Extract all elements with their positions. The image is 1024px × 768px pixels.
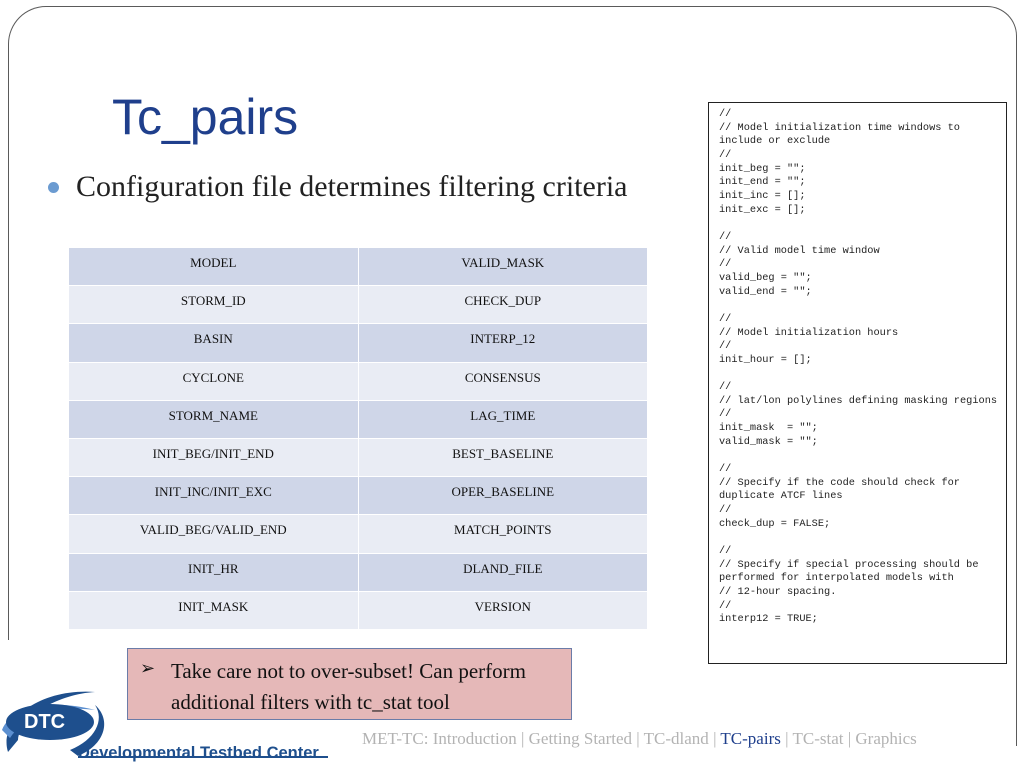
config-code-box: // // Model initialization time windows … [708, 102, 1007, 664]
footer-nav-tc-dland[interactable]: TC-dland [643, 729, 709, 748]
note-text: Take care not to over-subset! Can perfor… [171, 659, 526, 714]
bullet-item: Configuration file determines filtering … [48, 170, 627, 204]
bullet-text: Configuration file determines filtering … [76, 170, 628, 203]
table-cell: CHECK_DUP [357, 285, 649, 325]
table-cell: BASIN [68, 323, 359, 363]
footer-nav-tc-pairs[interactable]: TC-pairs [720, 729, 781, 748]
table-cell: BEST_BASELINE [357, 437, 649, 478]
config-options-table: MODEL VALID_MASK STORM_ID CHECK_DUP BASI… [68, 246, 649, 630]
footer-separator: | [520, 729, 525, 748]
slide-title: Tc_pairs [112, 89, 299, 145]
table-row: STORM_NAME LAG_TIME [68, 399, 649, 439]
table-cell: DLAND_FILE [357, 552, 649, 592]
arrow-bullet-icon: ➢ [140, 658, 156, 678]
slide-frame [8, 6, 1017, 746]
footer-prefix: MET-TC: [362, 729, 429, 748]
logo-acronym: DTC [24, 711, 66, 733]
table-row: MODEL VALID_MASK [68, 246, 649, 287]
table-cell: VALID_MASK [357, 246, 649, 287]
table-cell: INIT_HR [68, 552, 359, 592]
table-cell: VALID_BEG/VALID_END [68, 514, 359, 554]
dtc-logo-icon [2, 691, 328, 758]
logo-name: Developmental Testbed Center [78, 744, 319, 762]
table-cell: INIT_BEG/INIT_END [68, 437, 359, 478]
footer-nav-tc-stat[interactable]: TC-stat [792, 729, 844, 748]
table-cell: VERSION [357, 590, 649, 630]
table-cell: LAG_TIME [357, 399, 649, 439]
table-row: CYCLONE CONSENSUS [68, 361, 649, 401]
footer-nav: MET-TC: Introduction | Getting Started |… [362, 729, 917, 749]
table-row: INIT_BEG/INIT_END BEST_BASELINE [68, 437, 649, 478]
footer-nav-introduction[interactable]: Introduction [432, 729, 517, 748]
table-cell: CYCLONE [68, 361, 359, 401]
footer-separator: | [713, 729, 717, 748]
table-row: BASIN INTERP_12 [68, 323, 649, 363]
footer-nav-getting-started[interactable]: Getting Started [528, 729, 633, 748]
footer-nav-graphics[interactable]: Graphics [855, 729, 917, 748]
table-cell: CONSENSUS [357, 361, 649, 401]
table-cell: INIT_MASK [68, 590, 359, 630]
table-cell: MATCH_POINTS [357, 514, 649, 554]
table-row: VALID_BEG/VALID_END MATCH_POINTS [68, 514, 649, 554]
table-row: INIT_INC/INIT_EXC OPER_BASELINE [68, 476, 649, 516]
table-row: INIT_MASK VERSION [68, 590, 649, 630]
bullet-dot-icon [48, 181, 59, 193]
table-cell: INIT_INC/INIT_EXC [68, 476, 359, 516]
table-row: STORM_ID CHECK_DUP [68, 285, 649, 325]
table-cell: INTERP_12 [357, 323, 649, 363]
footer-separator: | [847, 729, 852, 748]
table-cell: STORM_NAME [68, 399, 359, 439]
table-cell: MODEL [68, 246, 359, 287]
table-cell: STORM_ID [68, 285, 359, 325]
table-row: INIT_HR DLAND_FILE [68, 552, 649, 592]
footer-separator: | [636, 729, 640, 748]
note-box: ➢ Take care not to over-subset! Can perf… [127, 648, 572, 720]
table-cell: OPER_BASELINE [357, 476, 649, 516]
footer-separator: | [785, 729, 789, 748]
